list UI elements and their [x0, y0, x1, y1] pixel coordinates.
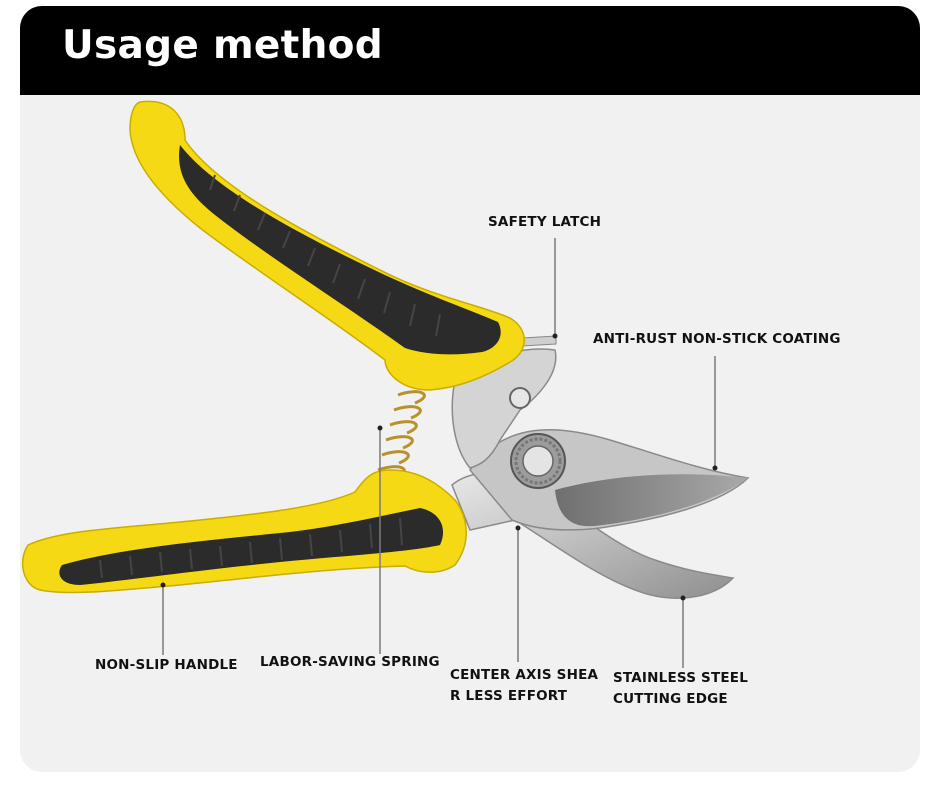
blade-coating — [555, 474, 748, 527]
page-title: Usage method — [62, 23, 383, 68]
leader-dots — [160, 333, 718, 601]
top-handle-grip — [179, 145, 501, 355]
label-center-axis-line2: R LESS EFFORT — [450, 688, 568, 704]
center-pivot-bolt — [522, 445, 554, 477]
header-bar: Usage method — [20, 6, 920, 95]
center-pivot-ring — [514, 437, 562, 485]
label-anti-rust-coating: ANTI-RUST NON-STICK COATING — [593, 331, 841, 347]
label-center-axis: CENTER AXIS SHEA R LESS EFFORT — [450, 665, 598, 707]
label-non-slip-handle: NON-SLIP HANDLE — [95, 657, 238, 673]
label-stainless-edge: STAINLESS STEEL CUTTING EDGE — [613, 668, 748, 710]
label-safety-latch: SAFETY LATCH — [488, 214, 602, 230]
spring-coil — [377, 375, 430, 480]
top-grip-texture — [209, 174, 441, 337]
label-center-axis-line1: CENTER AXIS SHEA — [450, 667, 599, 683]
label-labor-saving-spring: LABOR-SAVING SPRING — [260, 654, 440, 670]
label-stainless-edge-line2: CUTTING EDGE — [613, 691, 728, 707]
safety-latch-bar — [521, 335, 557, 347]
label-stainless-edge-line1: STAINLESS STEEL — [613, 670, 748, 686]
latch-rivet — [509, 387, 531, 409]
leader-lines — [162, 238, 716, 668]
bottom-grip-texture — [99, 517, 403, 579]
